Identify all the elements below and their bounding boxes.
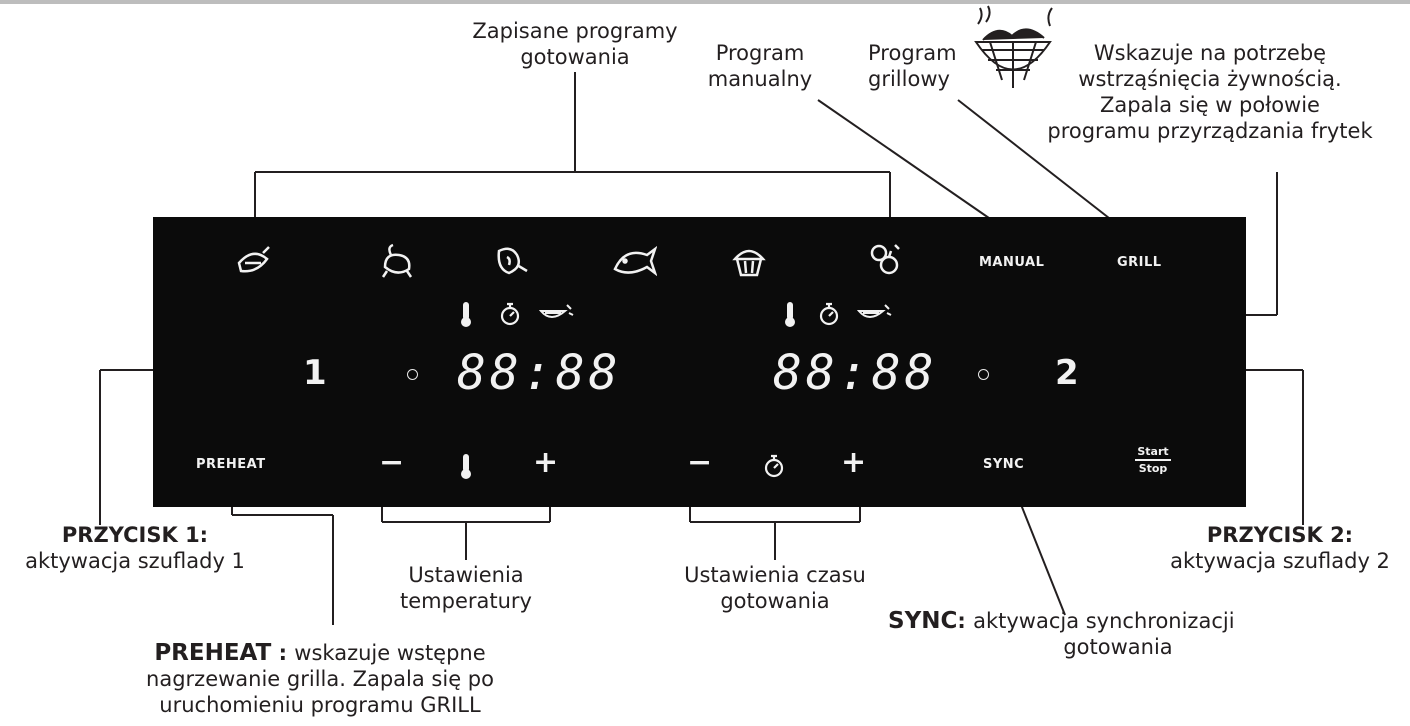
control-panel: MANUAL GRILL 1 88:88 88:88 2 PREHEAT − +… [153,217,1246,507]
grill-program-label: Program grillowy [868,41,957,91]
shrimp-icon[interactable] [233,243,273,279]
temperature-minus-button[interactable]: − [379,445,405,480]
timer-icon [819,302,839,326]
manual-button[interactable]: MANUAL [979,255,1045,270]
vegetables-icon[interactable] [865,239,905,279]
shake-basket-icon [539,304,574,318]
time-minus-button[interactable]: − [687,445,713,480]
button-2-label: PRZYCISK 2: aktywacja szuflady 2 [1170,523,1390,573]
zone-2-indicator-dot [978,369,989,380]
sync-description: SYNC: aktywacja synchronizacji gotowania [888,608,1235,659]
time-plus-button[interactable]: + [841,445,867,480]
manual-program-label: Program manualny [707,41,813,91]
zone-2-display: 88:88 [773,345,938,401]
thermometer-icon [461,454,471,479]
timer-icon [500,302,520,326]
temperature-settings-label: Ustawienia temperatury [400,563,532,613]
zone-1-button[interactable]: 1 [303,353,327,393]
preheat-description: PREHEAT : wskazuje wstępne nagrzewanie g… [146,640,494,717]
top-border [0,0,1410,4]
sync-button[interactable]: SYNC [983,457,1025,472]
steak-icon[interactable] [491,241,531,279]
preheat-indicator: PREHEAT [196,457,266,472]
shake-basket-icon [857,304,892,318]
zone-1-display: 88:88 [457,345,622,401]
start-label: Start [1137,445,1169,458]
start-stop-divider [1135,459,1171,461]
fish-icon[interactable] [611,243,657,279]
grill-button[interactable]: GRILL [1117,255,1162,270]
stop-label: Stop [1138,461,1168,475]
saved-programs-label: Zapisane programy gotowania [472,19,678,69]
muffin-icon[interactable] [729,243,769,279]
shake-indicator-label: Wskazuje na potrzebę wstrząśnięcia żywno… [1047,41,1373,143]
grill-basket-icon [974,5,1053,88]
button-1-label: PRZYCISK 1: aktywacja szuflady 1 [25,523,245,573]
start-stop-button[interactable]: Start Stop [1135,445,1171,475]
zone-1-indicator-dot [407,369,418,380]
thermometer-icon [785,302,795,327]
chicken-icon[interactable] [377,241,417,279]
zone-2-button[interactable]: 2 [1055,353,1079,393]
time-settings-label: Ustawienia czasu gotowania [684,563,866,613]
temperature-plus-button[interactable]: + [533,445,559,480]
timer-icon [764,454,784,478]
thermometer-icon [461,302,471,327]
